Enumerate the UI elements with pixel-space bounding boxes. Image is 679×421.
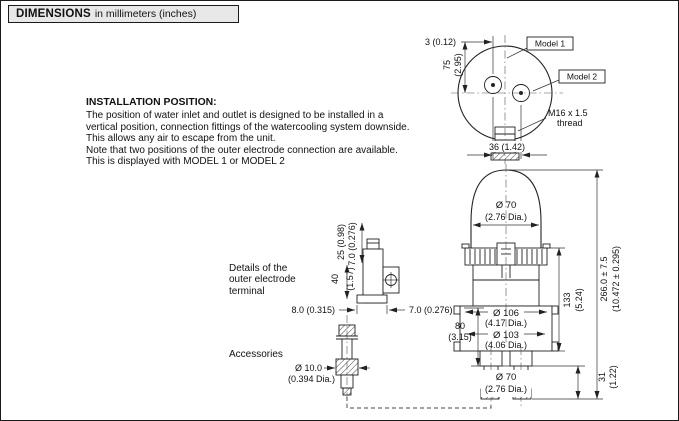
dim-fitting-height-mm: 31 (597, 372, 607, 382)
electrode-center-1 (491, 83, 495, 87)
dim-overall-height-mm: 266.0 ± 7.5 (599, 257, 609, 302)
dim-accessory-dia-in: (0.394 Dia.) (288, 374, 335, 384)
dim-7-lower: 7.0 (0.276) (409, 305, 453, 315)
terminal-detail-label: Details of the outer electrode terminal (229, 263, 296, 297)
dim-top-dia-mm: Ø 70 (496, 200, 517, 211)
terminal-detail-label-line-2: outer electrode (229, 274, 296, 286)
terminal-detail-label-line-1: Details of the (229, 263, 288, 274)
clamp-band (461, 242, 551, 268)
dim-body-dia-in: (4.06 Dia.) (485, 340, 527, 350)
model1-label: Model 1 (535, 39, 566, 49)
side-view-drawing: Ø 70 (2.76 Dia.) Ø 106 (4.17 Dia.) Ø 103… (448, 164, 621, 407)
model-callouts: Model 1 Model 2 (506, 36, 606, 92)
installation-line-4: Note that two positions of the outer ele… (86, 144, 398, 156)
installation-line-3: This allows any air to escape from the u… (86, 133, 276, 145)
side-view-dimensions: Ø 70 (2.76 Dia.) Ø 106 (4.17 Dia.) Ø 103… (448, 169, 621, 400)
thread-callout: M16 x 1.5 thread (517, 108, 588, 132)
installation-note: INSTALLATION POSITION: The position of w… (86, 97, 486, 167)
thread-word: thread (557, 118, 583, 128)
dim-body-dia-mm: Ø 103 (493, 330, 519, 341)
dim-flange-dia-in: (4.17 Dia.) (485, 318, 527, 328)
top-view-drawing: 3 (0.12) 75 (2.95) 36 (1.42) Model 1 Mod… (425, 35, 606, 164)
electrode-position-1 (484, 76, 502, 94)
accessory-drawing: Ø 10.0 (0.394 Dia.) (288, 315, 492, 409)
top-view-dimensions: 3 (0.12) 75 (2.95) 36 (1.42) (425, 36, 547, 159)
dim-electrode-offset: 3 (0.12) (425, 37, 456, 47)
dim-overall-height-in: (10.472 ± 0.295) (611, 246, 621, 312)
model2-label: Model 2 (567, 72, 598, 82)
dim-8-lower: 8.0 (0.315) (291, 305, 335, 315)
dim-body-height-mm: 133 (562, 292, 572, 307)
accessory-dims: Ø 10.0 (0.394 Dia.) (288, 363, 370, 384)
dim-fitting-height-in: (1.22) (608, 365, 618, 389)
thread-spec: M16 x 1.5 (548, 108, 588, 118)
dim-bottom-dia-in: (2.76 Dia.) (485, 384, 527, 394)
dim-40-mm: 40 (330, 274, 340, 284)
dim-bottom-dia-mm: Ø 70 (496, 372, 517, 383)
terminal-detail-label-line-3: terminal (229, 285, 265, 297)
installation-line-5: This is displayed with MODEL 1 or MODEL … (86, 156, 285, 168)
terminal-detail-drawing: 25 (0.98) 7.0 (0.276) 40 (1.57) 8.0 (0.3… (291, 222, 452, 315)
model2-box (558, 69, 606, 84)
accessories-label: Accessories (229, 349, 283, 360)
dim-body-height-in: (5.24) (574, 288, 584, 312)
accessories-label-text: Accessories (229, 349, 283, 360)
dim-75-mm: 75 (442, 60, 452, 70)
header-subtitle: in millimeters (inches) (94, 8, 197, 20)
dim-75-in: (2.95) (453, 53, 463, 77)
accessory-mounting-dashed-line (346, 397, 492, 409)
dim-40-in: (1.57) (345, 267, 355, 291)
dim-flange-dia-mm: Ø 106 (493, 308, 519, 319)
dim-lower-height-mm: 80 (455, 321, 465, 331)
dim-7-upper: 7.0 (0.276) (347, 222, 357, 266)
dim-25: 25 (0.98) (336, 224, 346, 260)
terminal-part-outline (356, 238, 400, 304)
header-title: DIMENSIONS (16, 8, 91, 20)
dim-top-dia-in: (2.76 Dia.) (485, 212, 527, 222)
dim-accessory-dia-mm: Ø 10.0 (295, 363, 322, 373)
model1-box (526, 36, 574, 51)
terminal-detail-dims: 25 (0.98) 7.0 (0.276) 40 (1.57) 8.0 (0.3… (291, 222, 452, 315)
installation-line-1: The position of water inlet and outlet i… (86, 110, 384, 122)
dim-36: 36 (1.42) (489, 142, 525, 152)
dim-lower-height-in: (3.15) (448, 332, 472, 342)
installation-heading: INSTALLATION POSITION: (86, 97, 217, 108)
installation-line-2: vertical position, connection fittings o… (86, 121, 410, 133)
